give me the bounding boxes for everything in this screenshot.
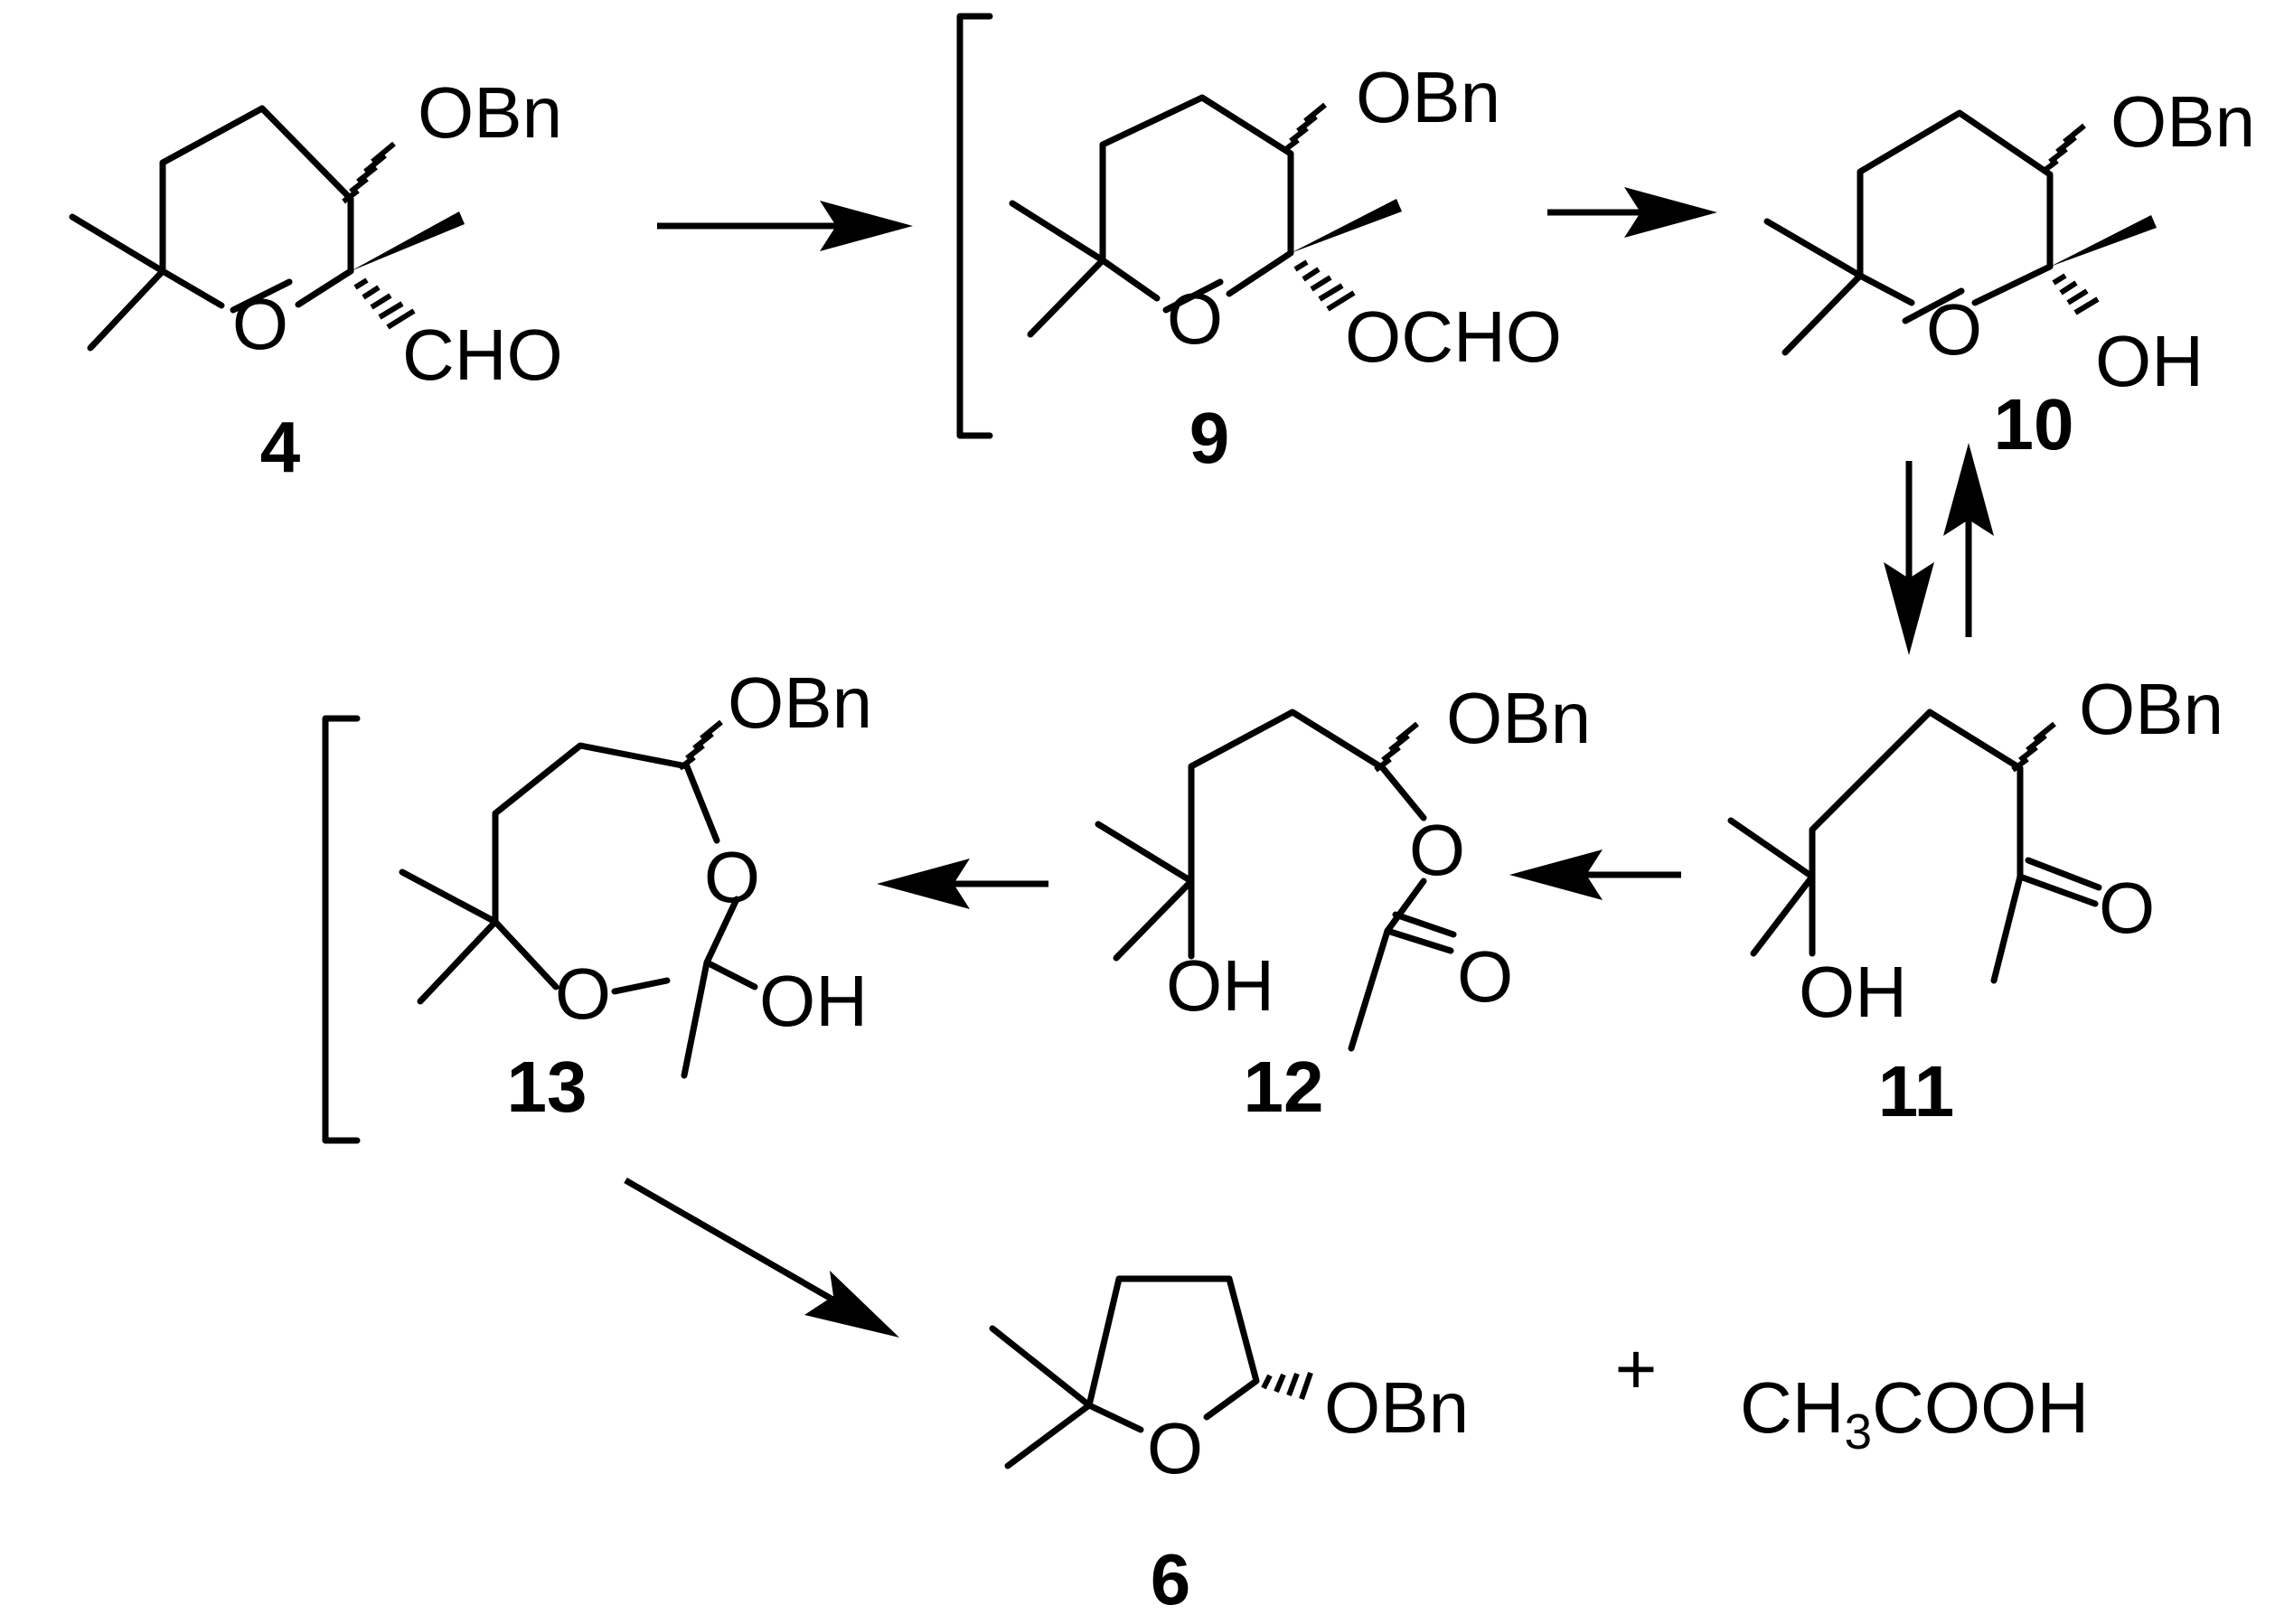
compound-6-methyl-bonds (989, 1325, 1093, 1469)
acetic-acid-formula: CH3COOH (1740, 1367, 2089, 1460)
compound-4-hash-bond-obn (342, 141, 396, 204)
compound-13-oh-label: OH (759, 961, 868, 1041)
compound-13-substituent-bonds (399, 868, 758, 1079)
compound-12-number: 12 (1244, 1047, 1324, 1127)
compound-6-ring-oxygen: O (1147, 1408, 1203, 1488)
compound-11: OBn O OH 11 (1727, 669, 2223, 1131)
compound-10-ring-oxygen: O (1926, 289, 1982, 370)
compound-13-obn-label: OBn (728, 662, 872, 743)
compound-4-cho-label: CHO (402, 314, 563, 395)
compound-13-number: 13 (507, 1047, 588, 1127)
compound-6-number: 6 (1151, 1539, 1191, 1619)
equilibrium-arrows-10-11 (1884, 443, 1994, 655)
arrow-12-to-13 (877, 859, 1048, 909)
compound-13-ring-bonds (492, 742, 740, 995)
compound-11-carbonyl-double-bond (2016, 857, 2102, 907)
compound-6-ring-bonds (1086, 1275, 1260, 1433)
compound-12-obn-label: OBn (1446, 678, 1591, 758)
compound-10: OBn O OH 10 (1763, 81, 2255, 465)
plus-sign: + (1615, 1328, 1658, 1409)
compound-9-obn-label: OBn (1356, 57, 1500, 137)
compound-9-ring-oxygen: O (1167, 278, 1223, 359)
compound-10-obn-label: OBn (2110, 81, 2255, 162)
arrow-13-to-6 (624, 1177, 899, 1338)
compound-11-methyl-bonds (1727, 817, 1816, 957)
compound-12-ester-oxygen: O (1409, 810, 1465, 890)
byproduct-acetic-acid: + CH3COOH (1615, 1328, 2090, 1460)
compound-4-wedge-bond (351, 211, 465, 271)
compound-9-wedge-bond (1291, 199, 1402, 253)
compound-13-bracket (322, 715, 361, 1144)
compound-4: OBn O CHO 4 (69, 72, 563, 487)
formula-cooh: COOH (1872, 1367, 2089, 1448)
compound-9-number: 9 (1189, 398, 1230, 478)
compound-12-oh-label: OH (1166, 945, 1274, 1026)
compound-6: O OBn 6 (989, 1275, 1469, 1619)
compound-9-bracket (956, 13, 993, 439)
compound-12-carbonyl-double-bond (1384, 911, 1457, 954)
compound-4-ring-bonds (159, 105, 354, 314)
compound-9-hash-bond-ocho (1293, 259, 1356, 312)
compound-13-hash-bond-obn (678, 719, 723, 771)
compound-10-methyl-bonds (1763, 218, 1864, 356)
compound-11-chain-bonds (1809, 709, 2024, 984)
compound-4-hash-bond-cho (353, 277, 416, 330)
compound-11-hash-bond-obn (2011, 721, 2056, 773)
compound-10-hash-bond-oh (2052, 273, 2100, 315)
formula-subscript-3: 3 (1845, 1403, 1873, 1460)
compound-13-ring-oxygen-2: O (555, 953, 611, 1034)
compound-4-number: 4 (260, 407, 301, 487)
arrow-11-to-12 (1509, 850, 1681, 900)
compound-12: OBn O O OH 12 (1095, 678, 1591, 1127)
arrow-4-to-9 (657, 201, 913, 251)
compound-9-hash-bond-obn (1282, 102, 1327, 154)
compound-12-carbonyl-oxygen: O (1457, 936, 1513, 1017)
compound-11-carbonyl-oxygen: O (2099, 868, 2155, 948)
compound-9-ocho-label: OCHO (1345, 296, 1562, 377)
compound-9-methyl-bonds (1009, 200, 1106, 338)
compound-10-hash-bond-obn (2041, 123, 2086, 174)
formula-ch: CH (1740, 1367, 1845, 1448)
compound-11-number: 11 (1878, 1051, 1955, 1131)
compound-4-obn-label: OBn (418, 72, 562, 153)
compound-10-oh-label: OH (2095, 321, 2204, 401)
compound-13-ring-oxygen-1: O (704, 837, 760, 917)
compound-13: OBn O O OH 13 (322, 662, 872, 1144)
compound-6-hash-bond-obn (1261, 1372, 1313, 1400)
compound-6-obn-label: OBn (1324, 1367, 1469, 1448)
compound-10-number: 10 (1994, 384, 2074, 465)
compound-12-hash-bond-obn (1374, 721, 1419, 773)
compound-11-oh-label: OH (1799, 952, 1907, 1032)
compound-12-methyl-bonds (1095, 821, 1195, 962)
arrow-9-to-10 (1547, 187, 1717, 238)
compound-4-ring-oxygen: O (232, 284, 288, 364)
compound-10-wedge-bond (2050, 215, 2157, 267)
compound-4-methyl-bonds (69, 213, 166, 352)
compound-9: OBn O OCHO 9 (956, 13, 1562, 478)
compound-11-obn-label: OBn (2079, 669, 2223, 749)
